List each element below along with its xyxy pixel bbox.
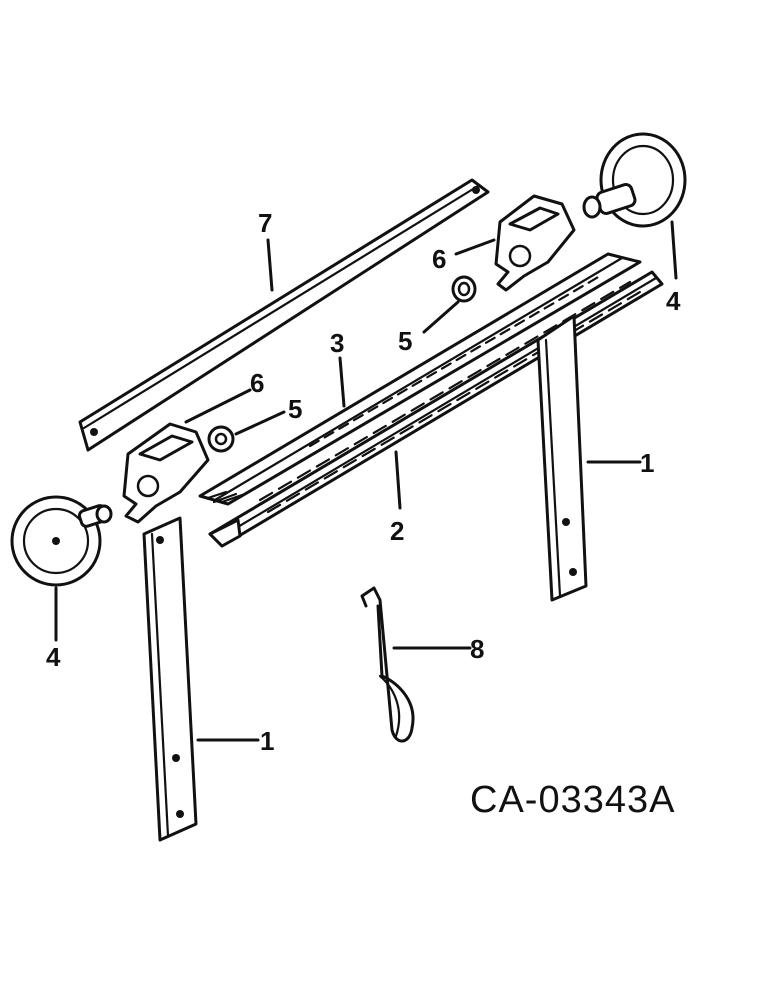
part-4-left-reflector <box>10 495 113 587</box>
callout-5-left: 5 <box>288 394 302 424</box>
callout-6-left: 6 <box>250 368 264 398</box>
callout-5-right: 5 <box>398 326 412 356</box>
leader-lines <box>54 220 678 742</box>
part-4-right-reflector <box>582 132 687 228</box>
callout-7: 7 <box>258 208 272 238</box>
callout-4-right: 4 <box>666 286 681 316</box>
callout-4-left: 4 <box>46 642 61 672</box>
part-8-hairpin-clip <box>360 586 415 743</box>
callout-1-right: 1 <box>640 448 654 478</box>
part-3-perforated-strip <box>198 252 642 506</box>
callout-6-right: 6 <box>432 244 446 274</box>
part-5-right-spacer <box>451 275 477 303</box>
part-6-right-bracket <box>494 194 576 292</box>
part-6-left-bracket <box>122 422 210 524</box>
part-7-flat-bar <box>78 178 490 452</box>
callout-2: 2 <box>390 516 404 546</box>
reference-code: CA-03343A <box>470 779 675 821</box>
part-1-left-post <box>142 516 198 842</box>
part-1-right-post <box>536 314 588 602</box>
callout-1-left: 1 <box>260 726 274 756</box>
part-5-left-spacer <box>207 425 235 453</box>
callout-3: 3 <box>330 328 344 358</box>
callout-8: 8 <box>470 634 484 664</box>
